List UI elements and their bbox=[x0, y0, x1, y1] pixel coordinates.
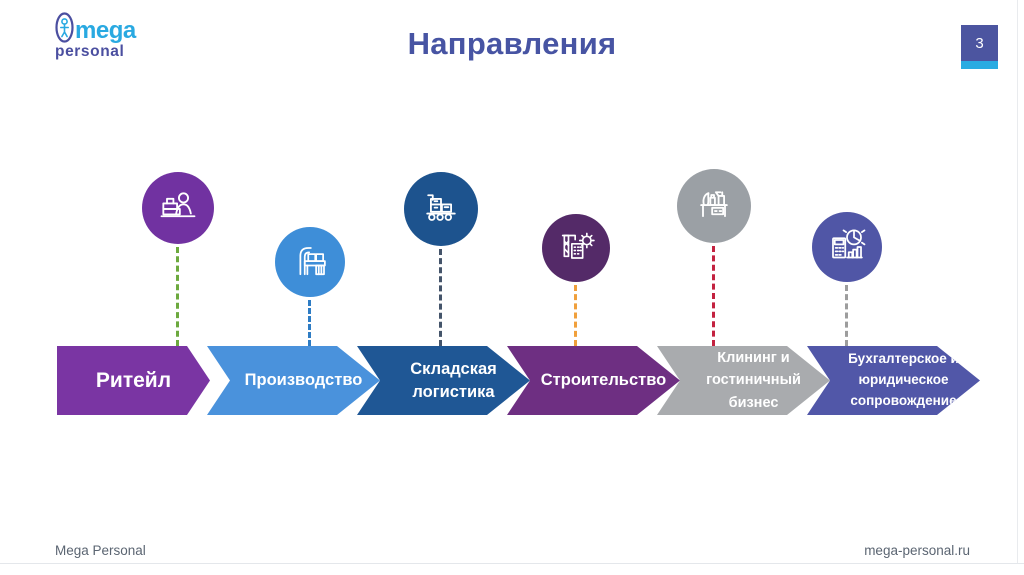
chevron-label: Производство bbox=[244, 371, 363, 390]
conveyor-icon bbox=[299, 247, 326, 276]
page-number: 3 bbox=[961, 25, 998, 61]
slide-right-edge bbox=[1017, 0, 1018, 563]
accounting-icon bbox=[832, 229, 866, 259]
chevron-retail: Ритейл bbox=[57, 346, 210, 415]
slide-bottom-edge bbox=[0, 563, 1024, 564]
page-number-badge: 3 bbox=[961, 25, 998, 69]
connector-line bbox=[176, 247, 179, 346]
page-title: Направления bbox=[407, 26, 617, 61]
cleaning-icon bbox=[700, 191, 728, 217]
badge-accent-strip bbox=[961, 61, 998, 69]
circle-construction bbox=[542, 214, 610, 282]
chevron-cleaning-hospitality: Клининг и гостиничный бизнес bbox=[657, 346, 830, 415]
chevron-construction: Строительство bbox=[507, 346, 680, 415]
chevron-warehouse-logistics: Складская логистика bbox=[357, 346, 530, 415]
chevron-production: Производство bbox=[207, 346, 380, 415]
construction-crane-icon bbox=[561, 232, 595, 259]
circle-production bbox=[275, 227, 345, 297]
connector-line bbox=[574, 285, 577, 346]
brand-name-top: mega bbox=[75, 17, 136, 44]
chevron-label: Строительство bbox=[540, 371, 667, 390]
brand-name-bottom: personal bbox=[55, 43, 125, 60]
warehouse-cart-icon bbox=[426, 194, 456, 221]
connector-line bbox=[712, 246, 715, 346]
circle-accounting bbox=[812, 212, 882, 282]
chevron-label: Ритейл bbox=[95, 368, 172, 392]
circle-cleaning bbox=[677, 169, 751, 243]
chevron-label: Бухгалтерское и юридическое сопровождени… bbox=[848, 351, 959, 408]
cashier-icon bbox=[160, 192, 196, 218]
brand-logo: mega personal bbox=[55, 12, 165, 60]
footer-website: mega-personal.ru bbox=[864, 543, 970, 558]
chevron-accounting-legal: Бухгалтерское и юридическое сопровождени… bbox=[807, 346, 980, 415]
connector-line bbox=[439, 249, 442, 346]
footer-company-name: Mega Personal bbox=[55, 543, 146, 558]
person-oval-icon bbox=[55, 12, 74, 43]
connector-line bbox=[845, 285, 848, 346]
connector-line bbox=[308, 300, 311, 346]
circle-warehouse bbox=[404, 172, 478, 246]
circle-retail bbox=[142, 172, 214, 244]
chevron-label: Клининг и гостиничный бизнес bbox=[706, 349, 801, 411]
chevron-label: Складская логистика bbox=[410, 360, 497, 401]
